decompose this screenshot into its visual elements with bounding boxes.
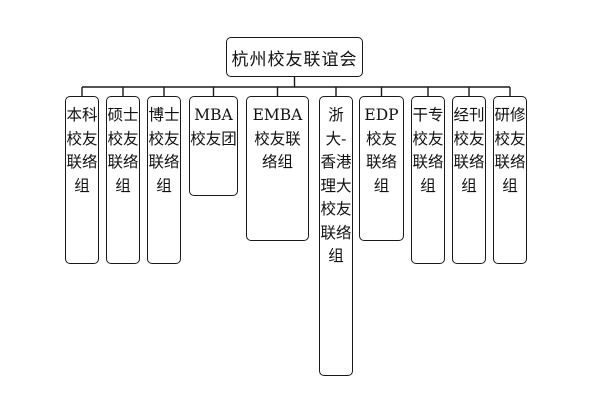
child-node-ganzhuan: 干专校友联络组 <box>411 96 445 264</box>
child-label: 硕士校友联络组 <box>107 106 139 195</box>
child-node-mba: MBA 校友团 <box>189 96 238 196</box>
root-node: 杭州校友联谊会 <box>226 37 363 77</box>
child-node-shuoshi: 硕士校友联络组 <box>106 96 140 264</box>
child-label: EDP 校友联络组 <box>364 106 404 195</box>
child-node-edp: EDP 校友联络组 <box>359 96 404 241</box>
child-label: 博士校友联络组 <box>148 106 180 195</box>
child-label: 经刊校友联络组 <box>453 106 485 195</box>
child-node-yanxiu: 研修校友联络组 <box>493 96 527 264</box>
child-label: 研修校友联络组 <box>494 106 526 195</box>
child-label: EMBA 校友联络组 <box>252 106 308 171</box>
child-node-jingkan: 经刊校友联络组 <box>452 96 486 264</box>
child-label: 本科校友联络组 <box>66 106 98 195</box>
child-label: 浙大-香港理大校友联络组 <box>320 106 352 265</box>
root-label: 杭州校友联谊会 <box>231 49 358 70</box>
child-node-benke: 本科校友联络组 <box>65 96 99 264</box>
child-node-boshi: 博士校友联络组 <box>147 96 181 264</box>
child-node-zheda-hkust: 浙大-香港理大校友联络组 <box>319 96 353 376</box>
child-node-emba: EMBA 校友联络组 <box>246 96 309 241</box>
child-label: 干专校友联络组 <box>412 106 444 195</box>
child-label: MBA 校友团 <box>190 106 238 148</box>
